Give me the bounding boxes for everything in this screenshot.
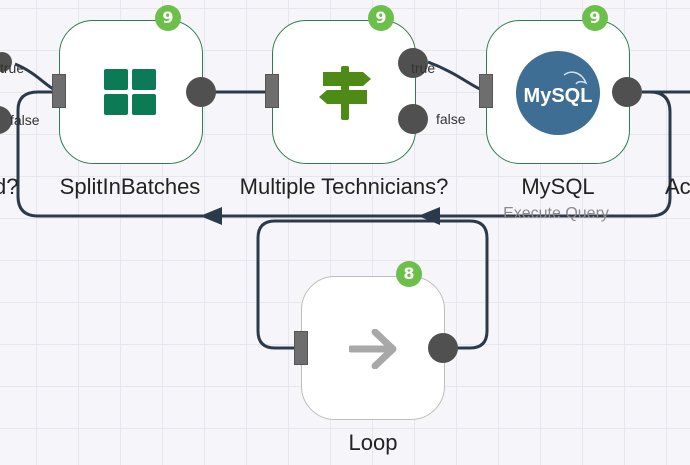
node-loop-badge: 8 xyxy=(396,261,422,287)
edge-arrowhead-right xyxy=(418,207,440,225)
multiple-true-label: true xyxy=(411,60,436,76)
edge-arrowhead-left xyxy=(200,207,222,225)
mysql-logo-icon: MySQL xyxy=(487,21,629,163)
svg-text:MySQL: MySQL xyxy=(524,85,593,107)
multiple-technicians-false-port[interactable] xyxy=(398,104,428,134)
edge-mysql-return xyxy=(16,90,672,218)
left-true-label: true xyxy=(0,60,25,76)
multiple-technicians-label: Multiple Technicians? xyxy=(239,174,449,199)
node-mysql-badge: 9 xyxy=(582,5,608,31)
right-cutoff-node-label: Ac xyxy=(665,174,690,199)
multiple-technicians-true-port[interactable] xyxy=(398,48,428,78)
edge-multiple-true-to-mysql xyxy=(427,60,483,92)
node-mysql[interactable]: MySQL xyxy=(486,20,630,164)
node-splitinbatches-badge: 9 xyxy=(155,5,181,31)
arrow-right-icon xyxy=(302,277,444,419)
signpost-icon xyxy=(273,21,415,163)
mysql-label: MySQL xyxy=(521,174,595,199)
left-offscreen-true-port xyxy=(0,52,12,72)
loop-output-port[interactable] xyxy=(428,333,458,363)
edge-loop-cycle xyxy=(256,219,489,350)
splitinbatches-label: SplitInBatches xyxy=(59,174,201,199)
node-splitinbatches[interactable] xyxy=(59,20,203,164)
multiple-false-label: false xyxy=(436,111,466,127)
left-offscreen-false-port xyxy=(0,106,12,134)
loop-label: Loop xyxy=(348,430,398,455)
left-false-label: false xyxy=(10,112,40,128)
node-multiple-technicians[interactable] xyxy=(272,20,416,164)
mysql-output-port[interactable] xyxy=(612,77,642,107)
left-cutoff-node-label: d? xyxy=(0,174,19,199)
mysql-sublabel: Execute Query xyxy=(503,205,609,222)
loop-input-port[interactable] xyxy=(294,331,308,365)
node-multiple-technicians-badge: 9 xyxy=(368,5,394,31)
mysql-input-port[interactable] xyxy=(479,74,493,108)
splitinbatches-input-port[interactable] xyxy=(52,74,66,108)
splitinbatches-output-port[interactable] xyxy=(186,77,216,107)
node-loop[interactable] xyxy=(301,276,445,420)
multiple-technicians-input-port[interactable] xyxy=(265,74,279,108)
split-in-batches-icon xyxy=(60,21,202,163)
